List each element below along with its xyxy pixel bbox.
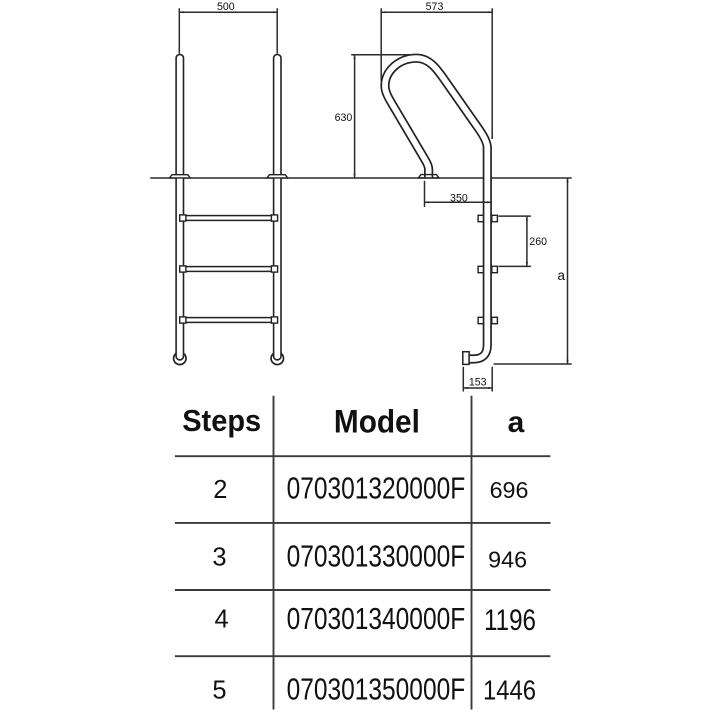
svg-text:070301330000F: 070301330000F bbox=[287, 540, 466, 574]
svg-text:260: 260 bbox=[529, 236, 547, 248]
svg-text:153: 153 bbox=[469, 376, 487, 388]
svg-text:350: 350 bbox=[450, 192, 468, 204]
svg-text:070301350000F: 070301350000F bbox=[287, 672, 466, 706]
svg-text:3: 3 bbox=[212, 544, 226, 572]
svg-text:Model: Model bbox=[334, 403, 420, 439]
svg-text:2: 2 bbox=[213, 476, 227, 504]
svg-text:070301340000F: 070301340000F bbox=[287, 602, 466, 636]
svg-text:500: 500 bbox=[217, 1, 235, 13]
svg-text:573: 573 bbox=[426, 1, 444, 13]
svg-text:630: 630 bbox=[335, 112, 353, 124]
svg-text:946: 946 bbox=[488, 547, 527, 573]
svg-text:4: 4 bbox=[215, 606, 229, 634]
svg-text:070301320000F: 070301320000F bbox=[287, 471, 466, 505]
svg-text:a: a bbox=[557, 268, 565, 283]
svg-text:1196: 1196 bbox=[484, 604, 536, 637]
svg-text:Steps: Steps bbox=[182, 404, 261, 438]
svg-text:1446: 1446 bbox=[483, 675, 536, 706]
svg-text:696: 696 bbox=[490, 477, 529, 503]
svg-text:5: 5 bbox=[212, 677, 226, 705]
svg-text:a: a bbox=[508, 406, 525, 439]
